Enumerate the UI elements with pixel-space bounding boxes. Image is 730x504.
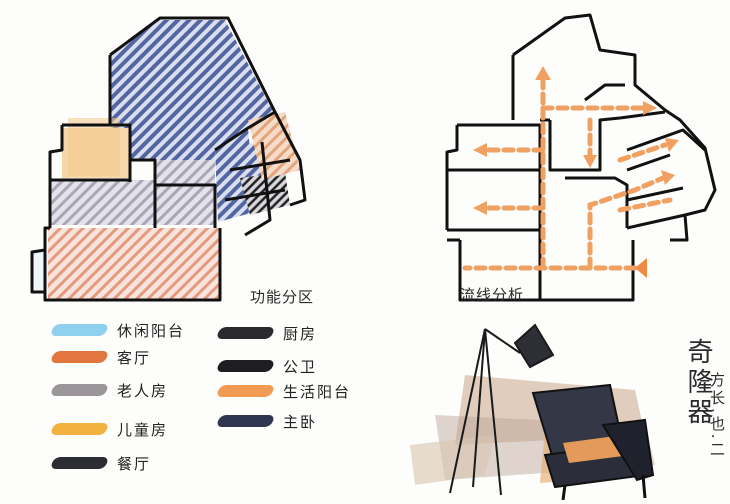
legend-item-public-bath: 公卫 [215,355,318,377]
flow-arrows [462,77,673,271]
lamp-shade [513,323,555,369]
legend-item-master-bedroom: 主卧 [215,410,318,432]
function-zoning-drawing [30,16,307,302]
left-arrow-1 [473,143,487,157]
sketch-brand-text: 奇隆器 [683,338,713,428]
legend-label: 主卧 [283,412,318,431]
floor-lamp [449,323,555,496]
public-bath-swatch [215,360,276,372]
legend-item-child-room: 儿童房 [49,418,169,440]
down-arrow [583,155,597,168]
function-zoning-caption: 功能分区 [250,288,315,306]
dining-zone [155,160,215,225]
leisure-balcony-swatch [49,324,110,336]
circulation-caption: 流线分析 [460,286,525,304]
legend-label: 公卫 [283,357,318,376]
legend-label: 餐厅 [117,454,152,473]
chair-arm [601,418,655,482]
wall-lines [30,16,307,302]
function-zoning-plan: 功能分区 [0,0,365,315]
legend-label: 客厅 [117,348,152,367]
dining-swatch [49,457,110,469]
left-arrow-2 [473,201,487,215]
right-arrow-1 [643,101,657,115]
elder-room-zone [50,180,155,225]
child-room-swatch [49,423,110,435]
artist-signature: 方长.也.二 [708,372,726,460]
kitchen-flow-line [587,175,666,271]
legend-label: 生活阳台 [283,382,352,401]
entry-arrow [635,258,647,278]
kitchen-swatch [215,327,276,339]
chair-lamp-drawing [410,323,655,501]
master-bedroom-swatch [215,415,276,427]
child-room-stroke-zone [68,118,120,176]
diag-arrow-1 [661,170,675,185]
legend-item-dining: 餐厅 [49,452,152,474]
furniture-sketch [405,315,730,501]
legend-label: 儿童房 [117,420,169,439]
master-bedroom-zone [110,20,275,185]
utility-balcony-swatch [215,385,276,397]
circulation-drawing [445,13,717,302]
living-room-swatch [49,351,110,363]
circulation-walls [445,13,717,302]
legend-item-leisure-balcony: 休闲阳台 [49,319,186,341]
legend-item-elder-room: 老人房 [49,379,169,401]
balcony-zone [248,112,300,180]
diag-arrow-2 [665,138,679,152]
elder-room-swatch [49,384,110,396]
armchair [531,383,655,501]
legend-item-kitchen: 厨房 [215,322,318,344]
legend-label: 休闲阳台 [117,321,186,340]
legend-label: 厨房 [283,324,318,343]
legend-item-living-room: 客厅 [49,346,152,368]
bath-flow-line [617,197,673,213]
legend-label: 老人房 [117,381,169,400]
up-arrow [535,66,551,80]
circulation-plan: 流线分析 [365,0,730,315]
room-fills [30,20,300,300]
living-room-zone [48,228,220,300]
legend-item-utility-balcony: 生活阳台 [215,380,352,402]
arrow-heads [473,66,679,278]
balcony-flow-line [617,142,668,163]
legend: 休闲阳台 客厅 老人房 儿童房 餐厅 厨房 公卫 生活阳台 主卧 [0,315,405,500]
